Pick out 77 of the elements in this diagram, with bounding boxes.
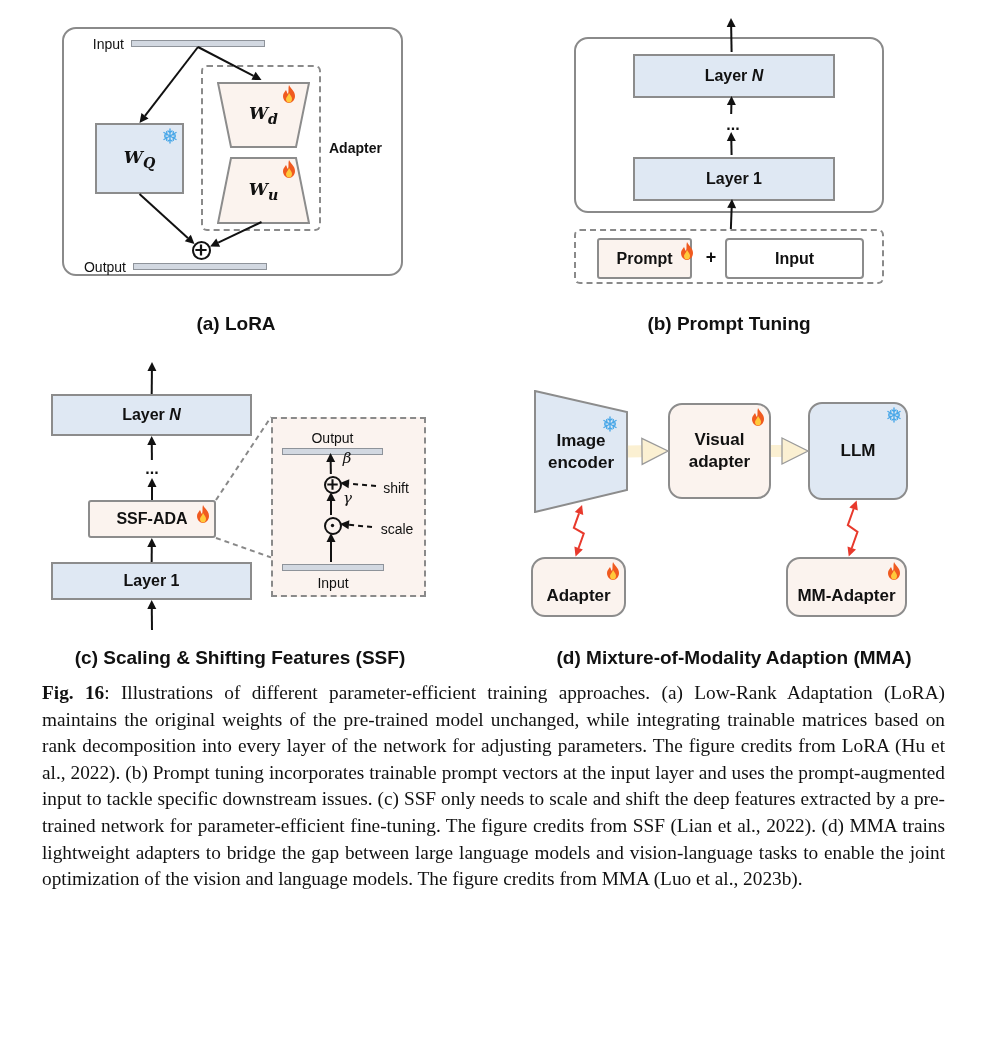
arrow — [326, 492, 336, 516]
arrow — [340, 520, 373, 530]
arrow — [138, 193, 195, 245]
node-label: SSF-ADA — [116, 509, 188, 529]
arrow — [197, 46, 262, 80]
node-label: LLM — [839, 440, 877, 462]
panel-caption: (a) LoRA — [196, 313, 276, 335]
node-label: Layer N — [122, 405, 181, 425]
arrow — [726, 96, 736, 115]
text-label: Output — [83, 258, 126, 275]
node-label: W$_{d}$ — [249, 103, 278, 127]
arrow — [147, 362, 157, 395]
node-label: Visual adapter — [687, 429, 752, 473]
double-arrow — [572, 504, 585, 557]
dashed-frame — [574, 229, 884, 284]
panel-caption: (b) Prompt Tuning — [647, 313, 811, 335]
node-label: W$_{Q}$ — [123, 146, 156, 171]
layer-box — [51, 562, 252, 600]
layer-box — [95, 123, 184, 194]
panel-caption: (c) Scaling & Shifting Features (SSF) — [74, 647, 406, 669]
arrow — [340, 479, 377, 489]
arrow — [147, 600, 157, 631]
node-label: ... — [726, 115, 740, 135]
operator-circle — [192, 241, 211, 260]
arrow — [726, 18, 736, 53]
figure-caption: Fig. 16: Illustrations of different parameter-efficient training approaches. (a) Low-Rank Adaptation (LoRA) maintains the original weights of the pre-trained model unchanged, while integrating trainable matrices based on rank decomposition into every layer of the network for adjusting parameters. The figure credits from LoRA (Hu et al., 2022). (b) Prompt tuning incorporates trainable prompt vectors at the input layer and uses the prompt-augmented input to tackle specific downstream issues. (c) SSF only needs to scale and shift the deep features extracted by a pre-trained network for parameter-efficient fine-tuning. The figure credits from SSF (Lian et al., 2022). (d) MMA trains lightweight adapters to bridge the gap between large language models and vision-language tasks to enable the joint optimization of the vision and language models. The figure credits from MMA (Luo et al., 2023b). — [42, 681, 945, 892]
arrow — [210, 221, 263, 247]
node-label: Layer 1 — [706, 169, 762, 189]
connector-line — [215, 537, 272, 559]
trainable-box — [597, 238, 692, 279]
node-label: scale — [380, 521, 414, 537]
double-arrow — [846, 500, 859, 557]
text-label: Adapter — [329, 139, 382, 158]
arrow — [147, 436, 157, 461]
arrow — [627, 437, 669, 465]
text-label: Input — [92, 35, 124, 52]
panel-caption: (d) Mixture-of-Modality Adaption (MMA) — [556, 647, 912, 669]
operator-circle — [324, 476, 342, 494]
trainable-box — [88, 500, 216, 538]
edge-label: γ — [343, 488, 352, 507]
node-label: MM-Adapter — [797, 585, 896, 607]
arrow — [726, 132, 736, 156]
module-box — [786, 557, 907, 617]
layer-box — [633, 157, 835, 201]
arrow — [147, 478, 157, 501]
encoder-block — [534, 390, 628, 513]
node-label: W$_{u}$ — [248, 178, 279, 203]
trapezoid-block — [217, 157, 310, 224]
node-label: shift — [383, 480, 409, 496]
node-label: Layer N — [704, 66, 764, 86]
text-label: Input — [317, 575, 349, 591]
node-label: Prompt — [616, 248, 673, 269]
arrow — [139, 46, 199, 123]
arrow — [326, 533, 336, 563]
module-box — [531, 557, 626, 617]
input-box — [725, 238, 864, 279]
connector-line — [215, 416, 272, 501]
arrow — [326, 453, 336, 475]
trapezoid-block — [217, 82, 310, 148]
detail-panel — [271, 417, 426, 597]
node-label: Input — [774, 248, 815, 269]
panel-frame — [574, 37, 884, 213]
arrow — [147, 538, 157, 563]
operator-circle — [324, 517, 342, 535]
node-label: Adapter — [546, 585, 611, 607]
plus-sign: + — [705, 247, 717, 268]
text-label: Output — [311, 430, 354, 446]
module-box — [668, 403, 771, 499]
node-label: ... — [145, 459, 159, 479]
arrow — [727, 199, 737, 230]
layer-box — [51, 394, 252, 436]
arrow — [771, 437, 809, 465]
node-label: Layer 1 — [123, 571, 180, 591]
layer-box — [633, 54, 835, 98]
module-box — [808, 402, 908, 500]
edge-label: β — [342, 448, 352, 467]
node-label: Image encoder — [546, 429, 616, 474]
